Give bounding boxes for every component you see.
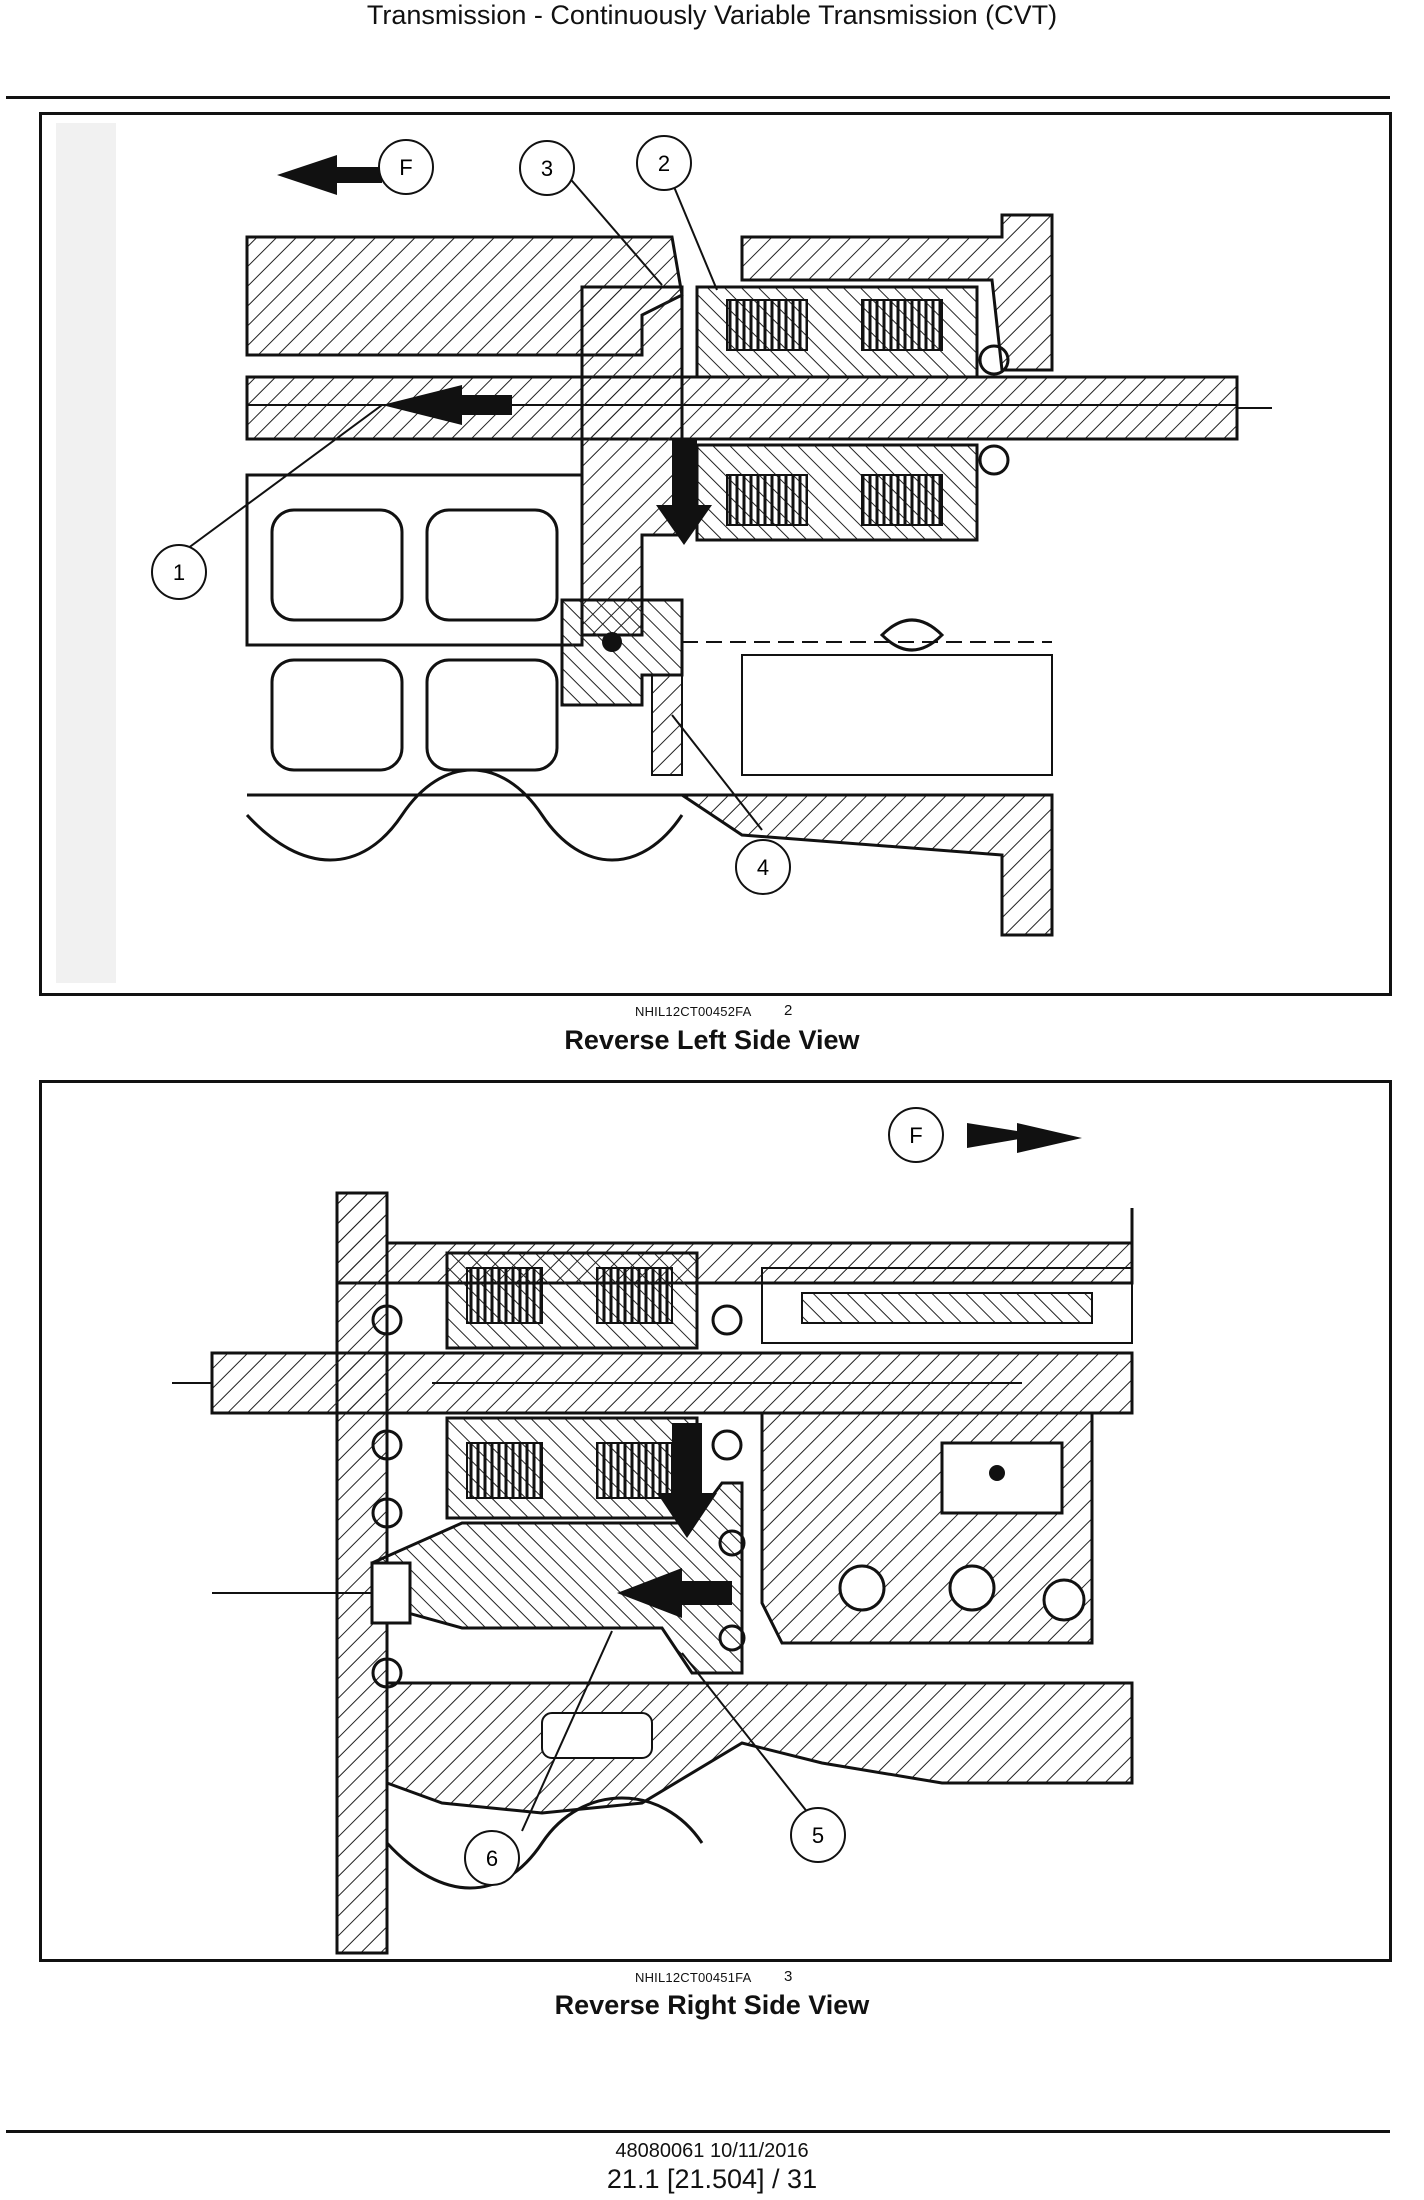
callout-circle-6	[464, 1830, 520, 1886]
callout-circle-4	[735, 839, 791, 895]
power-flow-arrow-down	[657, 1423, 717, 1538]
power-flow-arrow-left	[617, 1568, 732, 1618]
figure-caption-title: Reverse Right Side View	[554, 1990, 870, 2020]
transmission-section-drawing-left: F 1 2 3 4	[56, 123, 1272, 983]
callout-label-f: F	[399, 155, 412, 180]
center-web	[580, 285, 684, 637]
callout-circle-1	[151, 544, 207, 600]
figure-number: 3	[784, 1968, 793, 1985]
power-flow-arrow-right	[382, 385, 512, 425]
callout-label-3: 3	[541, 156, 553, 181]
callout-circle-5	[790, 1807, 846, 1863]
scan-shading	[56, 123, 116, 983]
figure-image-id: NHIL12CT00451FA	[635, 1970, 752, 1985]
housing-top-right	[740, 213, 1054, 372]
callout-label-2: 2	[658, 151, 670, 176]
callout-label-4: 4	[757, 855, 769, 880]
housing-bottom	[385, 1681, 1134, 1815]
callout-circle-f	[888, 1107, 944, 1163]
page-header-title: Transmission - Continuously Variable Tra…	[366, 0, 1058, 30]
header-rule	[6, 96, 1390, 99]
output-gear-shaft	[370, 1481, 744, 1675]
footer-rule	[6, 2130, 1390, 2133]
figure-reverse-right-side-view: F 5 6	[39, 1080, 1392, 1962]
footer-doc-ref: 48080061 10/11/2016	[615, 2140, 809, 2162]
footer-page-ref: 21.1 [21.504] / 31	[606, 2164, 818, 2194]
callout-circle-3	[519, 140, 575, 196]
callout-circle-f	[378, 139, 434, 195]
transmission-section-drawing-right: F 5 6	[172, 1107, 1134, 1955]
forward-direction-arrow	[277, 155, 382, 195]
callout-label-f: F	[909, 1123, 922, 1148]
callout-label-6: 6	[486, 1846, 498, 1871]
figure-caption-title: Reverse Left Side View	[564, 1025, 860, 1055]
figure-reverse-left-side-view: F 1 2 3 4	[39, 112, 1392, 996]
forward-direction-arrow	[967, 1123, 1082, 1153]
power-flow-arrow-down	[656, 440, 712, 545]
figure-image-id: NHIL12CT00452FA	[635, 1004, 752, 1019]
callout-circle-2	[636, 135, 692, 191]
callout-label-5: 5	[812, 1823, 824, 1848]
housing-bottom	[247, 793, 1054, 937]
figure-number: 2	[784, 1002, 793, 1019]
reverse-pinion	[560, 598, 684, 707]
callout-label-1: 1	[173, 560, 185, 585]
